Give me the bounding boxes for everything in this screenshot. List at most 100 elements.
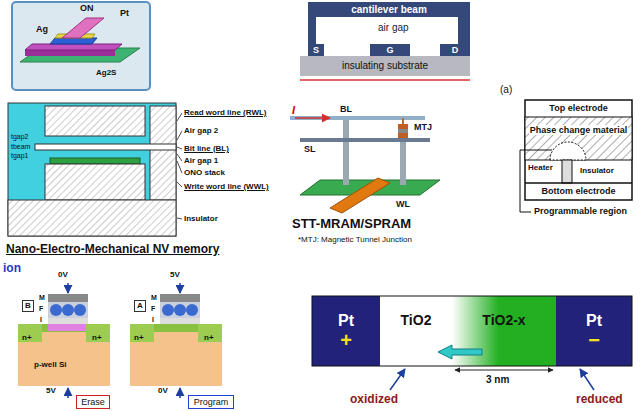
material-layer: Phase change material [525,118,632,142]
layer-label: F [39,305,43,313]
stt-mram-figure-part [398,129,408,133]
atomic-switch-figure-part [12,2,150,90]
stt-mram-figure [290,118,440,213]
pcm-cell-figure-part [562,160,572,183]
state-label: oxidized [350,392,398,406]
node-text: B [25,302,31,310]
node-text: Program [194,397,229,407]
region-label: n+ [92,333,102,343]
dimension-label: tgap1 [11,152,29,160]
electrode-layer: Top electrode [525,100,632,117]
atomic-switch-figure-part [62,18,104,38]
voltage-label: 0V [58,270,68,280]
line-label: BL [340,104,352,115]
oxide-block: TiO2-x [452,296,556,366]
nem-memory-figure-part [177,113,182,219]
fefet-figure-part [86,324,110,342]
memristor-figure-part [438,345,482,359]
nem-memory-figure-part [8,103,176,236]
memristor-figure-part [556,296,632,366]
material-label: Ag2S [96,68,116,78]
node-text: insulating substrate [342,60,428,72]
voltage-label: 0V [158,386,168,396]
layer-label: F [151,305,155,313]
fefet-figure-part [74,304,86,316]
part-label: MTJ [414,122,432,133]
layer-label: Air gap 1 [184,156,218,166]
material-label: Pt [120,8,129,19]
stt-mram-figure-part [290,116,425,120]
figure-caption: STT-MRAM/SPRAM [292,216,411,232]
node-text: Pt [586,312,602,330]
nem-memory-figure [8,103,182,236]
nem-memory-figure-part [50,158,140,164]
pcm-cell-figure-part [525,117,632,160]
layer-label: Read word line (RWL) [184,108,267,118]
state-label: ON [80,3,94,14]
layer-label: Bit line (BL) [184,144,229,154]
nems-switch-figure-part [300,79,470,81]
electrode-layer: Bottom electrode [525,183,632,200]
node-text: S [313,45,319,55]
node-text: Top electrode [548,103,608,113]
layer-label: ONO stack [184,168,225,178]
layer-label: Insulator [184,214,218,224]
fefet-figure-part [48,302,88,318]
node-text: TiO2-x [482,312,525,328]
panel-tag: A [134,300,146,312]
node-text: Pt [338,312,354,330]
fefet-figure-part [174,304,186,316]
nem-memory-figure-part [45,106,145,136]
layer-label: Write word line (WWL) [184,182,269,192]
atomic-switch-figure-part [25,50,115,56]
section-label: ion [3,261,21,275]
layer-label: I [152,316,154,324]
nem-memory-figure-part [177,154,182,161]
pcm-cell-figure-part [525,182,632,184]
line-label: WL [396,199,410,210]
fefet-figure-part [18,324,42,342]
stt-mram-figure-part [398,133,408,138]
fefet-figure-part [179,283,181,293]
stt-mram-figure-part [398,124,408,129]
fefet-figure-part [160,294,200,302]
pcm-cell-figure-part [550,142,586,160]
voltage-label: 5V [170,270,180,280]
fefet-figure-part [186,304,198,316]
nem-memory-figure-part [150,106,176,200]
node-text: D [452,45,459,55]
stt-mram-figure-part [330,178,390,213]
oxide-block: TiO2 [380,296,452,366]
nem-memory-figure-part [8,200,176,236]
fefet-figure-part [48,294,88,302]
nem-memory-figure-part [35,144,176,150]
electrode-block: Pt− [556,296,632,366]
state-label: reduced [576,392,623,406]
electrode-box: S [308,44,324,56]
fefet-figure-part [67,388,69,398]
part-label: Insulator [580,166,614,176]
nem-memory-figure-part [177,131,182,140]
layer-label: M [151,294,157,302]
region-label: Programmable region [534,206,627,217]
nem-memory-figure-part [177,182,182,187]
atomic-switch-figure-part [25,44,122,50]
footnote: *MTJ: Magnetic Tunnel Junction [298,235,412,245]
voltage-label: 5V [46,386,56,396]
memristor-figure-part [580,369,594,390]
node-text: cantilever beam [351,4,427,16]
fefet-figure-part [160,318,200,324]
material-label: Ag [36,24,48,35]
fefet-figure-part [67,283,69,293]
region-label: n+ [134,333,144,343]
nem-memory-figure-part [177,147,182,149]
node-text: Phase change material [529,125,629,135]
stt-mram-figure-part [402,118,404,124]
dimension-label: tgap2 [11,133,29,141]
nems-switch-figure [300,17,470,80]
region-label: p-well Si [34,360,66,370]
node-text: A [137,302,143,310]
nem-memory-figure-part [177,113,182,121]
fefet-figure-part [130,324,154,342]
